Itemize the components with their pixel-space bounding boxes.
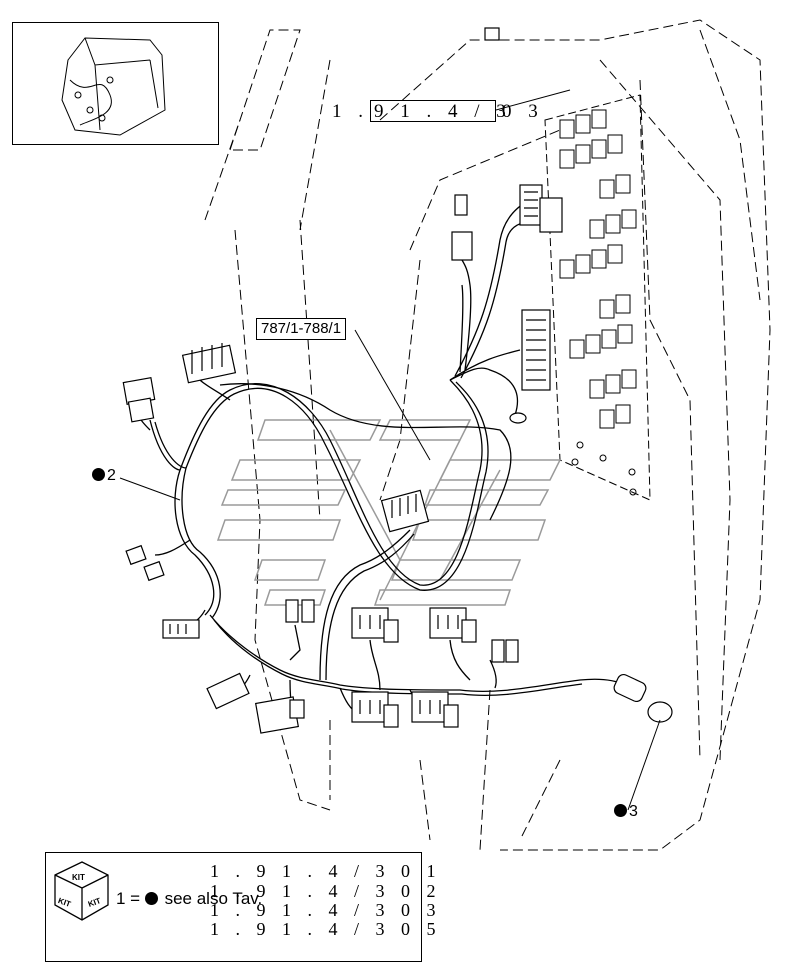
bullet-icon xyxy=(614,804,627,817)
lamp-socket xyxy=(613,673,673,723)
top-reference-prefix: 1 . xyxy=(332,101,369,122)
connector-quad-b xyxy=(429,607,477,643)
connector-left-small-b xyxy=(143,560,165,582)
leader-lines xyxy=(119,89,661,811)
connector-left-low xyxy=(206,672,250,710)
cab-frame-outline xyxy=(204,19,771,851)
kit-note-suffix: see also Tav. xyxy=(164,889,263,908)
connector-top xyxy=(484,27,500,41)
kit-reference-4: 1 . 9 1 . 4 / 3 0 5 xyxy=(210,919,442,939)
connector-center xyxy=(380,489,430,533)
connector-top-left xyxy=(181,343,237,384)
kit-note: 1 = see also Tav. xyxy=(116,889,262,909)
thumbnail-frame xyxy=(12,22,219,145)
connector-board-b xyxy=(539,197,563,233)
kit-reference-2: 1 . 9 1 . 4 / 3 0 2 xyxy=(210,881,442,901)
connector-upper-a xyxy=(451,231,473,261)
callout-item-2: 2 xyxy=(92,467,116,485)
connector-pair-right xyxy=(491,639,519,663)
connector-quad-a xyxy=(351,607,399,643)
kit-cube-icon xyxy=(54,861,109,921)
fuse-relay-board xyxy=(544,94,651,501)
connector-board-a xyxy=(519,184,543,226)
connector-board-c xyxy=(521,309,551,391)
connector-left-small-a xyxy=(125,544,147,566)
kit-reference-3: 1 . 9 1 . 4 / 3 0 3 xyxy=(210,900,442,920)
callout-item-3: 3 xyxy=(614,803,638,821)
connector-quad-d xyxy=(411,691,459,728)
top-reference-box xyxy=(370,100,496,122)
kit-legend-box xyxy=(45,852,422,962)
connector-bottom-left xyxy=(254,696,305,734)
connector-left-upper xyxy=(122,377,156,423)
connector-quad-c xyxy=(351,691,399,728)
callout-item-3-number: 3 xyxy=(629,803,638,820)
connector-pair-mid xyxy=(285,599,315,623)
bullet-icon xyxy=(92,468,105,481)
ring-terminal xyxy=(509,412,527,424)
kit-note-prefix: 1 = xyxy=(116,889,145,908)
connector-left-mid xyxy=(162,619,200,639)
harness-connectors xyxy=(122,27,673,734)
part-number-label: 787/1-788/1 xyxy=(256,318,347,340)
bullet-icon xyxy=(144,892,158,905)
top-reference-boxed: 9 1 . 4 / 3 xyxy=(374,101,512,122)
kit-cube-label-top: KIT xyxy=(72,873,85,882)
callout-item-2-number: 2 xyxy=(107,467,116,484)
connector-upper-b xyxy=(454,194,468,216)
top-reference-suffix: 0 3 xyxy=(502,101,544,122)
harness-wires xyxy=(134,199,626,716)
thumbnail-cab-sketch xyxy=(61,37,166,136)
kit-reference-1: 1 . 9 1 . 4 / 3 0 1 xyxy=(210,861,442,881)
